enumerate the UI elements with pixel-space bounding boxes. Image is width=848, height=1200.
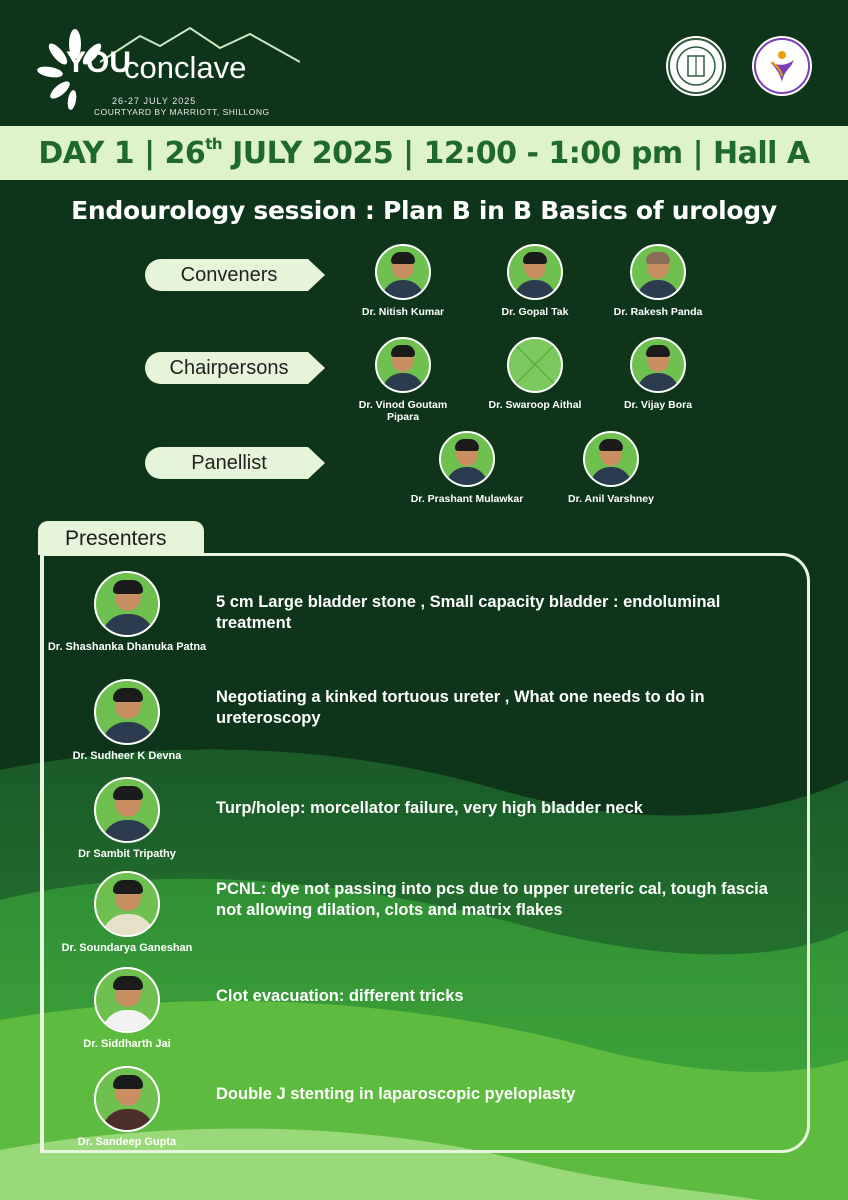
avatar-placeholder [507, 337, 563, 393]
person-card: Dr. Anil Varshney [541, 431, 681, 505]
role-pill-panellist: Panellist [144, 446, 326, 480]
role-label: Conveners [180, 264, 278, 286]
leaf-logo-icon [37, 29, 102, 110]
presenter-avatar [94, 871, 160, 937]
person-name: Dr. Rakesh Panda [613, 306, 703, 318]
presenters-tab: Presenters [38, 521, 204, 555]
person-card: Dr. Nitish Kumar [333, 244, 473, 318]
presenter-name: Dr. Siddharth Jai [83, 1038, 171, 1050]
logo-conclave-text: conclave [124, 50, 247, 85]
presenter-topic: Clot evacuation: different tricks [216, 987, 464, 1005]
person-card: Dr. Swaroop Aithal [465, 337, 605, 411]
conference-logo [30, 24, 300, 124]
person-name: Dr. Gopal Tak [501, 306, 569, 318]
person-name: Dr. Anil Varshney [568, 493, 654, 505]
mountain-icon [100, 26, 300, 63]
person-name: Dr. Nitish Kumar [361, 306, 445, 318]
presenters-box [40, 553, 810, 1153]
role-label: Chairpersons [169, 357, 289, 379]
logo-dates: 26-27 JULY 2025 [112, 96, 197, 106]
avatar [375, 337, 431, 393]
presenter-avatar [94, 777, 160, 843]
presenter-topic: Double J stenting in laparoscopic pyelop… [216, 1085, 576, 1103]
person-card: Dr. Prashant Mulawkar [397, 431, 537, 505]
organisation-logo [752, 36, 812, 96]
presenter-topic: PCNL: dye not passing into pcs due to up… [216, 880, 768, 919]
avatar [375, 244, 431, 300]
session-date-bar: DAY 1 | 26th JULY 2025 | 12:00 - 1:00 pm… [0, 126, 848, 180]
presenter-topic: Negotiating a kinked tortuous ureter , W… [216, 688, 705, 727]
avatar [630, 244, 686, 300]
person-name: Dr. Prashant Mulawkar [410, 493, 524, 505]
role-pill-conveners: Conveners [144, 258, 326, 292]
person-card: Dr. Vinod Goutam Pipara [333, 337, 473, 423]
society-seal-logo [666, 36, 726, 96]
presenter-name: Dr. Shashanka Dhanuka Patna [47, 641, 207, 653]
avatar [507, 244, 563, 300]
avatar [630, 337, 686, 393]
person-name: Dr. Vinod Goutam Pipara [358, 399, 448, 423]
presenter-name: Dr. Soundarya Ganeshan [61, 942, 193, 954]
presenters-label: Presenters [65, 527, 167, 550]
person-name: Dr. Swaroop Aithal [488, 399, 582, 411]
person-card: Dr. Gopal Tak [465, 244, 605, 318]
role-label: Panellist [191, 452, 267, 474]
presenter-avatar [94, 571, 160, 637]
person-card: Dr. Vijay Bora [588, 337, 728, 411]
session-date-text: DAY 1 | 26th JULY 2025 | 12:00 - 1:00 pm… [38, 134, 810, 171]
session-title: Endourology session : Plan B in B Basics… [71, 196, 777, 225]
avatar [439, 431, 495, 487]
presenter-avatar [94, 1066, 160, 1132]
logo-venue: COURTYARD BY MARRIOTT, SHILLONG [94, 107, 270, 117]
presenter-name: Dr. Sandeep Gupta [77, 1136, 177, 1148]
person-card: Dr. Rakesh Panda [588, 244, 728, 318]
avatar [583, 431, 639, 487]
role-pill-chairpersons: Chairpersons [144, 351, 326, 385]
logo-you-text: YOU [66, 46, 132, 79]
presenter-topic: 5 cm Large bladder stone , Small capacit… [216, 593, 721, 632]
presenter-name: Dr Sambit Tripathy [78, 848, 176, 860]
presenter-topic: Turp/holep: morcellator failure, very hi… [216, 799, 643, 817]
person-name: Dr. Vijay Bora [623, 399, 693, 411]
presenter-name: Dr. Sudheer K Devna [72, 750, 182, 762]
presenter-avatar [94, 967, 160, 1033]
presenter-avatar [94, 679, 160, 745]
